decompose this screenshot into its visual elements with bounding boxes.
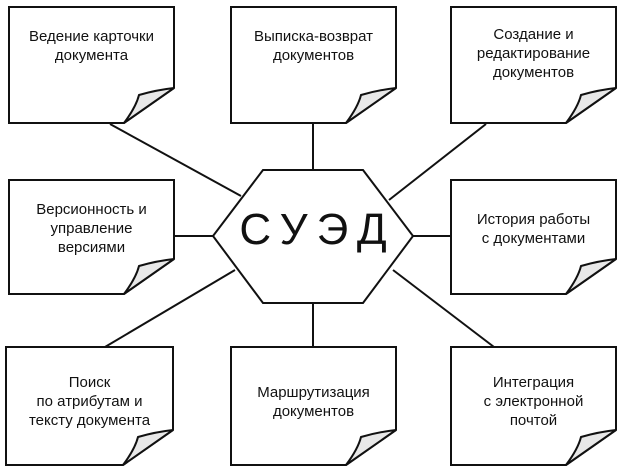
page-curl-icon	[122, 429, 174, 466]
node-label-history: История работы с документами	[455, 210, 612, 248]
center-hexagon	[211, 169, 415, 304]
page-curl-icon	[565, 429, 617, 466]
center-label: СУЭД	[239, 205, 397, 254]
node-label-line: управление	[50, 220, 133, 237]
node-label-line: версиями	[57, 239, 126, 256]
node-label-routing: Маршрутизация документов	[235, 383, 392, 421]
node-label-line: документов	[492, 64, 575, 81]
page-curl-icon	[565, 258, 617, 295]
node-label-card: Ведение карточки документа	[13, 27, 170, 65]
node-label-line: тексту документа	[28, 412, 151, 429]
node-label-line: Маршрутизация	[257, 384, 370, 401]
page-curl-icon	[565, 87, 617, 124]
node-label-line: Выписка-возврат	[253, 28, 374, 45]
node-label-line: Версионность и	[36, 201, 147, 218]
node-label-line: Интеграция	[492, 374, 575, 391]
page-curl-icon	[345, 87, 397, 124]
node-label-create: Создание и редактирование документов	[455, 25, 612, 82]
node-label-line: документов	[272, 403, 355, 420]
node-label-line: документов	[272, 47, 355, 64]
page-curl-icon	[123, 87, 175, 124]
node-label-line: документа	[54, 47, 129, 64]
node-label-line: Поиск	[68, 374, 111, 391]
node-label-checkout: Выписка-возврат документов	[235, 27, 392, 65]
node-label-line: по атрибутам и	[36, 393, 143, 410]
node-label-search: Поиск по атрибутам и тексту документа	[10, 373, 169, 430]
node-label-line: Создание и	[493, 26, 574, 43]
page-curl-icon	[345, 429, 397, 466]
node-label-email: Интеграция с электронной почтой	[455, 373, 612, 430]
connector-email	[392, 269, 495, 348]
node-label-line: с электронной	[483, 393, 584, 410]
node-label-line: Ведение карточки	[28, 28, 154, 45]
node-label-line: История работы	[476, 211, 591, 228]
connector-search	[104, 269, 236, 348]
connector-create	[388, 123, 487, 201]
connector-card	[109, 123, 242, 197]
page-curl-icon	[123, 258, 175, 295]
node-label-versions: Версионность и управление версиями	[13, 200, 170, 257]
node-label-line: редактирование	[476, 45, 591, 62]
node-label-line: почтой	[509, 412, 558, 429]
node-label-line: с документами	[481, 230, 586, 247]
